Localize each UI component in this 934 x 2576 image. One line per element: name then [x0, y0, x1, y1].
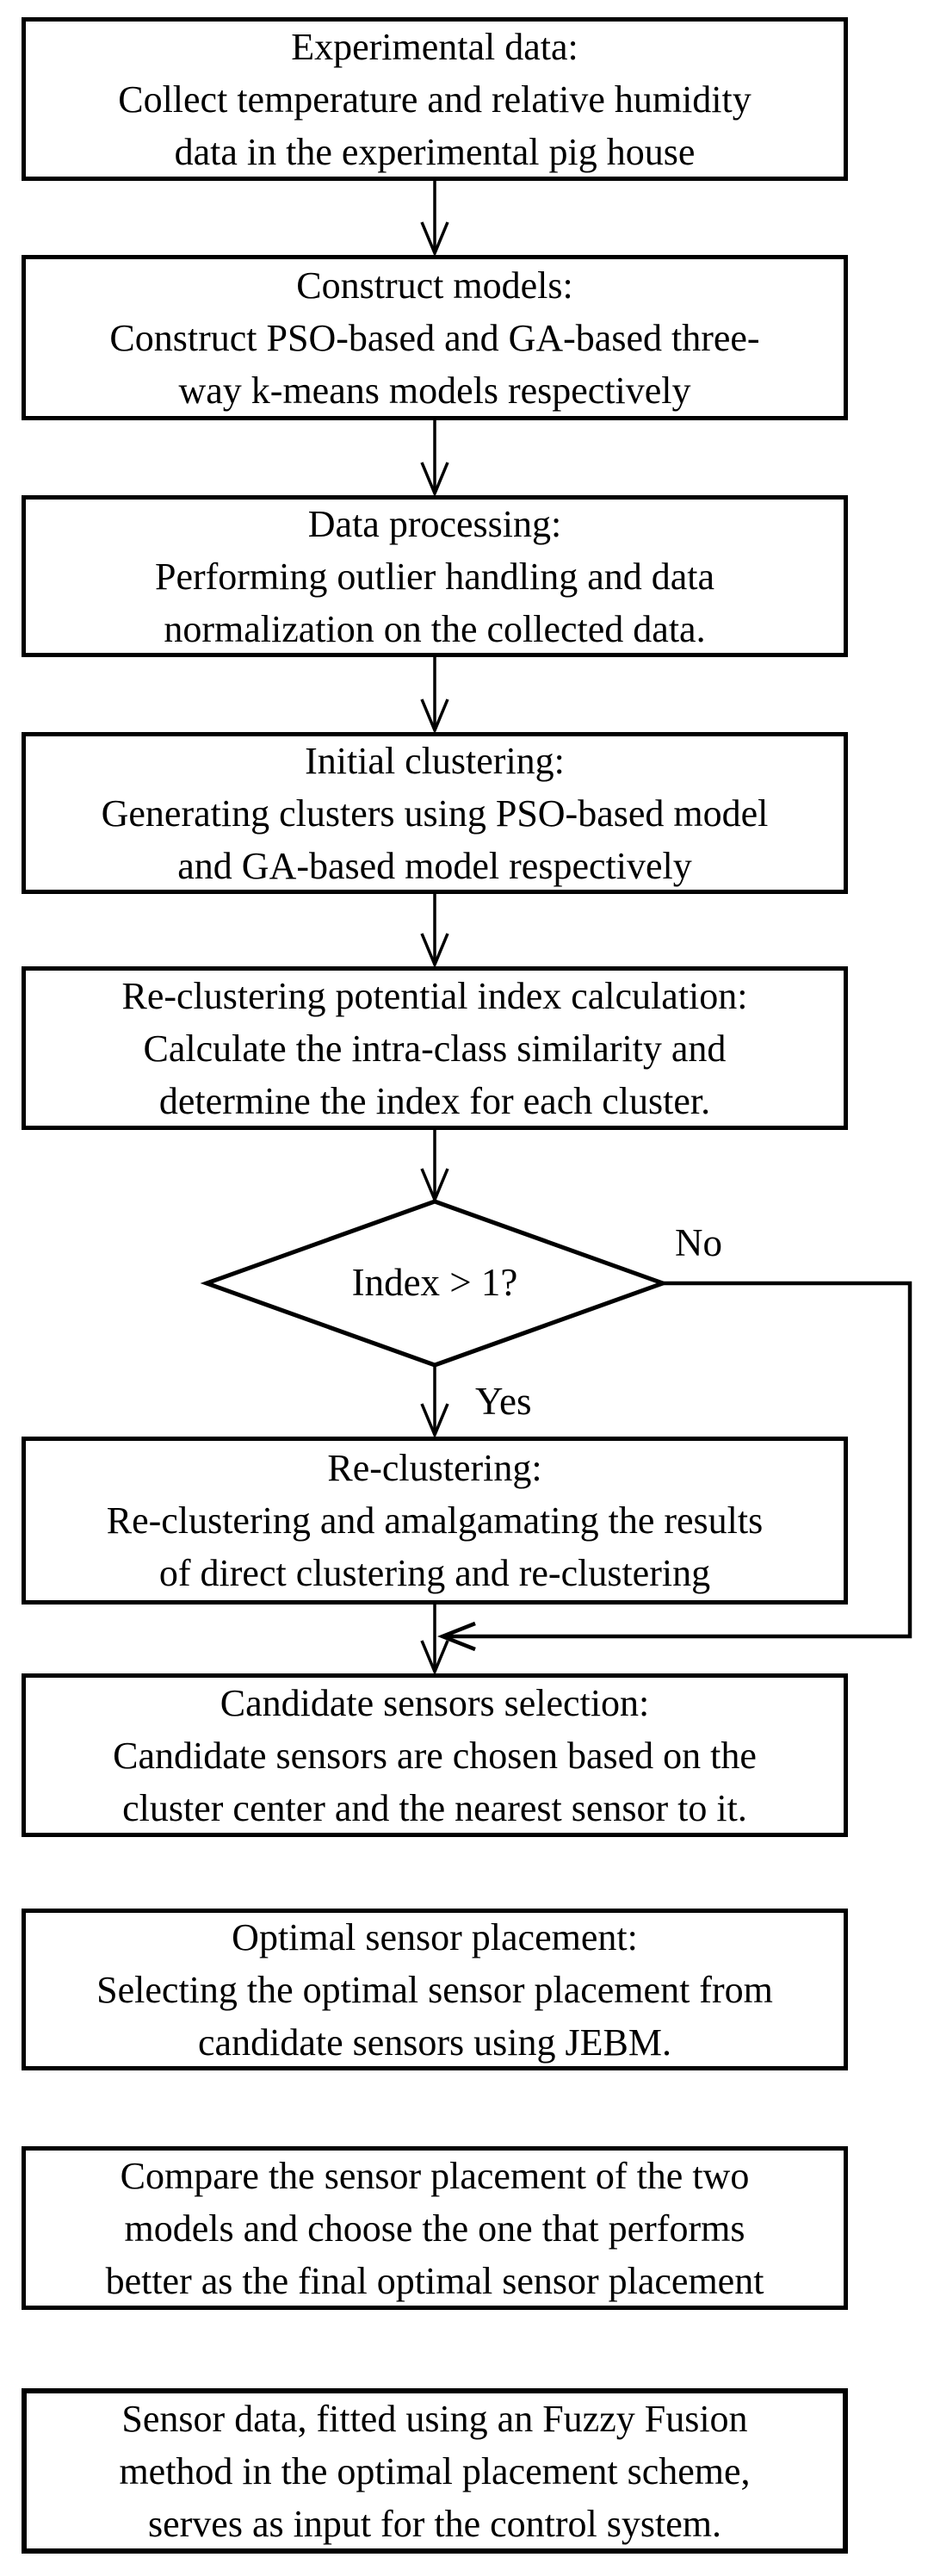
arrowhead-icon: [420, 1403, 449, 1439]
flow-box-sensor-data-fusion: Sensor data, fitted using an Fuzzy Fusio…: [22, 2388, 848, 2554]
box-line: Construct models:: [296, 264, 573, 307]
box-line: Sensor data, fitted using an Fuzzy Fusio…: [121, 2397, 748, 2440]
box-line: determine the index for each cluster.: [158, 1079, 711, 1122]
flow-box-compare-placements: Compare the sensor placement of the two …: [22, 2146, 848, 2310]
box-line: Candidate sensors are chosen based on th…: [113, 1734, 757, 1777]
box-line: Optimal sensor placement:: [232, 1915, 638, 1958]
box-line: candidate sensors using JEBM.: [198, 2020, 671, 2064]
flow-box-reclustering: Re-clustering: Re-clustering and amalgam…: [22, 1437, 848, 1605]
arrow-box5-decision: [420, 1130, 449, 1204]
box-line: Data processing:: [307, 502, 562, 545]
box-line: Experimental data:: [291, 25, 578, 68]
no-branch-label: No: [675, 1221, 722, 1264]
arrow-decision-yes: [420, 1365, 449, 1439]
box-line: Initial clustering:: [305, 739, 565, 782]
arrow-box4-box5: [420, 894, 449, 969]
flow-box-experimental-data: Experimental data: Collect temperature a…: [22, 17, 848, 181]
box-line: cluster center and the nearest sensor to…: [122, 1786, 747, 1829]
box-line: data in the experimental pig house: [174, 130, 696, 173]
flow-box-construct-models: Construct models: Construct PSO-based an…: [22, 255, 848, 420]
arrow-box3-box4: [420, 657, 449, 735]
yes-branch-label: Yes: [475, 1380, 532, 1423]
box-line: and GA-based model respectively: [177, 844, 692, 887]
box-line: Compare the sensor placement of the two: [120, 2154, 750, 2197]
arrow-box1-box2: [420, 181, 449, 258]
arrow-box2-box3: [420, 420, 449, 498]
box-line: normalization on the collected data.: [164, 607, 706, 650]
arrowhead-icon: [436, 1621, 476, 1652]
box-line: Collect temperature and relative humidit…: [118, 78, 752, 121]
box-line: Performing outlier handling and data: [154, 555, 715, 598]
flow-box-candidate-sensors-selection: Candidate sensors selection: Candidate s…: [22, 1673, 848, 1837]
flow-box-optimal-sensor-placement: Optimal sensor placement: Selecting the …: [22, 1909, 848, 2070]
flow-box-data-processing: Data processing: Performing outlier hand…: [22, 495, 848, 657]
box-line: Selecting the optimal sensor placement f…: [96, 1968, 773, 2011]
box-line: Candidate sensors selection:: [220, 1681, 650, 1724]
box-line: method in the optimal placement scheme,: [119, 2449, 751, 2492]
no-feedback-loop: [436, 1281, 912, 1652]
box-line: Re-clustering potential index calculatio…: [121, 974, 748, 1017]
box-line: Generating clusters using PSO-based mode…: [101, 791, 769, 835]
box-line: Calculate the intra-class similarity and: [143, 1027, 727, 1070]
box-line: serves as input for the control system.: [148, 2502, 721, 2545]
arrowhead-icon: [420, 1640, 449, 1676]
box-line: better as the final optimal sensor place…: [105, 2259, 764, 2302]
box-line: Construct PSO-based and GA-based three-: [109, 316, 760, 359]
flow-box-initial-clustering: Initial clustering: Generating clusters …: [22, 732, 848, 894]
decision-diamond-label: Index > 1?: [351, 1261, 518, 1304]
box-line: of direct clustering and re-clustering: [158, 1552, 711, 1594]
box-line: Re-clustering:: [327, 1447, 542, 1489]
arrowhead-icon: [420, 462, 449, 498]
arrowhead-icon: [420, 698, 449, 735]
flow-box-reclustering-potential-index: Re-clustering potential index calculatio…: [22, 966, 848, 1130]
box-line: Re-clustering and amalgamating the resul…: [106, 1499, 764, 1542]
arrowhead-icon: [420, 221, 449, 258]
box-line: way k-means models respectively: [178, 369, 691, 412]
arrow-box6-box7: [420, 1605, 449, 1676]
arrowhead-icon: [420, 933, 449, 969]
box-line: models and choose the one that performs: [124, 2207, 745, 2250]
